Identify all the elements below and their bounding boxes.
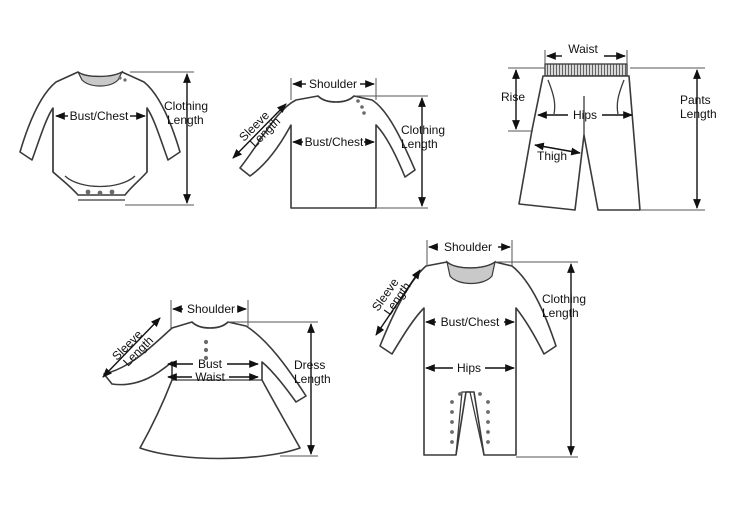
romper-hips-label: Hips: [457, 361, 481, 375]
dress-shoulder-label: Shoulder: [187, 302, 235, 316]
pants-waistband: [544, 63, 628, 77]
pants-waist-label: Waist: [568, 42, 598, 56]
pants-length-label-1: Pants: [680, 93, 711, 107]
romper-diagram: Shoulder Sleeve Length Bust/Chest Hips C…: [369, 240, 586, 458]
dress-length-label-2: Length: [294, 372, 331, 386]
romper-clothing-length-label-2: Length: [542, 306, 579, 320]
bodysuit-diagram: Bust/Chest Clothing Length: [19, 70, 208, 206]
pants-length-label-2: Length: [680, 107, 717, 121]
bodysuit-outline: [19, 71, 181, 196]
shirt-clothing-length-label-2: Length: [401, 137, 438, 151]
pants-rise-label: Rise: [501, 90, 525, 104]
pants-thigh-label: Thigh: [537, 149, 567, 163]
shirt-shoulder-label: Shoulder: [309, 77, 357, 91]
dress-diagram: Shoulder Sleeve Length Bust Waist Dress …: [102, 300, 331, 460]
dress-length-label-1: Dress: [294, 358, 325, 372]
romper-clothing-length-label-1: Clothing: [542, 292, 586, 306]
bodysuit-clothing-length-label-2: Length: [167, 113, 204, 127]
bodysuit-bust-chest-label: Bust/Chest: [70, 109, 129, 123]
romper-collar: [445, 260, 496, 285]
shirt-clothing-length-label-1: Clothing: [401, 123, 445, 137]
romper-shoulder-label: Shoulder: [444, 240, 492, 254]
dress-waist-label: Waist: [195, 370, 225, 384]
pants-hips-label: Hips: [573, 108, 597, 122]
romper-bust-chest-label: Bust/Chest: [441, 315, 500, 329]
shirt-bust-chest-label: Bust/Chest: [305, 135, 364, 149]
bodysuit-clothing-length-label-1: Clothing: [164, 99, 208, 113]
pants-diagram: Waist Rise Hips Thigh Pants Length: [501, 42, 717, 211]
shirt-diagram: Shoulder Sleeve Length Bust/Chest Clothi…: [232, 77, 445, 209]
pants-outline: [518, 75, 641, 211]
bodysuit-collar: [77, 70, 124, 87]
dress-bust-label: Bust: [198, 357, 223, 371]
